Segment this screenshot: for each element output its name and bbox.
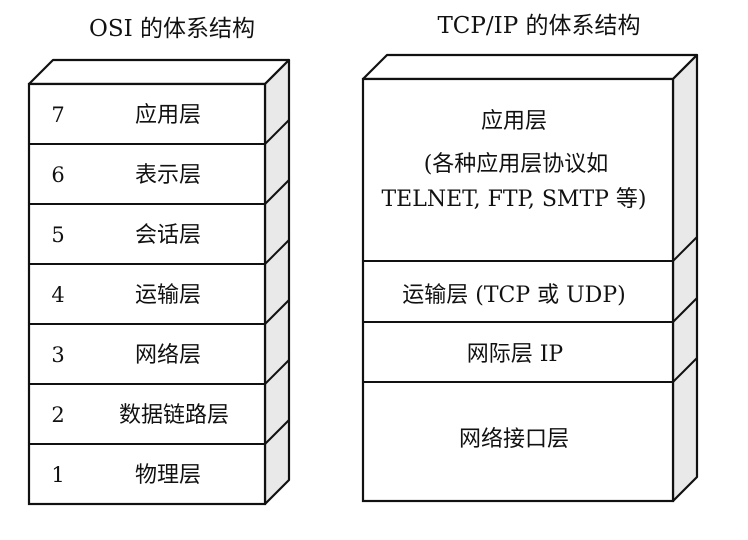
- tcpip-transport-layer: 运输层 (TCP 或 UDP): [402, 283, 625, 308]
- osi-layer-6: 6 表示层: [51, 163, 201, 188]
- osi-layer-7: 7 应用层: [51, 103, 201, 128]
- tcpip-layer-name: 运输层 (TCP 或 UDP): [402, 283, 625, 308]
- osi-stack: 7 应用层 6 表示层 5 会话层 4 运输层 3 网络层 2 数据链路层: [27, 58, 291, 506]
- osi-layer-name: 会话层: [135, 223, 201, 248]
- osi-stack-top-face: [27, 58, 291, 86]
- tcpip-stack-side-face: [671, 53, 699, 503]
- tcpip-stack-front-face: [361, 77, 675, 503]
- osi-layer-number: 1: [51, 463, 64, 487]
- osi-layer-name: 表示层: [135, 163, 201, 188]
- osi-layer-number: 5: [51, 223, 64, 247]
- tcpip-layer-name: 应用层: [481, 109, 547, 134]
- osi-layer-name: 应用层: [135, 103, 201, 128]
- osi-title: OSI 的体系结构: [89, 16, 255, 42]
- osi-layer-2: 2 数据链路层: [51, 403, 229, 428]
- osi-layer-number: 4: [51, 283, 64, 307]
- osi-layer-1: 1 物理层: [51, 463, 201, 488]
- osi-layer-4: 4 运输层: [51, 283, 201, 308]
- osi-layer-number: 2: [51, 403, 64, 427]
- tcpip-stack-top-face: [361, 53, 699, 81]
- tcpip-internet-layer: 网际层 IP: [467, 342, 564, 367]
- tcpip-layer-dividers: [363, 236, 698, 383]
- osi-layer-number: 3: [51, 343, 64, 367]
- tcpip-layer-description: (各种应用层协议如: [424, 152, 609, 177]
- tcpip-network-interface-layer: 网络接口层: [459, 427, 569, 452]
- tcpip-layer-name: 网络接口层: [459, 427, 569, 452]
- osi-stack-front-face: [27, 82, 267, 506]
- tcpip-title: TCP/IP 的体系结构: [437, 13, 640, 39]
- tcpip-stack: 应用层 (各种应用层协议如 TELNET, FTP, SMTP 等) 运输层 (…: [361, 53, 699, 503]
- osi-stack-side-face: [263, 58, 291, 506]
- osi-layer-name: 物理层: [135, 463, 201, 488]
- osi-layer-dividers: [29, 119, 290, 445]
- tcpip-application-layer: 应用层 (各种应用层协议如 TELNET, FTP, SMTP 等): [382, 109, 647, 212]
- osi-layer-3: 3 网络层: [51, 343, 201, 368]
- osi-layer-5: 5 会话层: [51, 223, 201, 248]
- osi-layer-number: 6: [51, 163, 64, 187]
- osi-layer-name: 数据链路层: [119, 403, 229, 428]
- osi-layer-number: 7: [51, 103, 64, 127]
- osi-layer-name: 运输层: [135, 283, 201, 308]
- tcpip-layer-name: 网际层 IP: [467, 342, 564, 367]
- tcpip-layer-description: TELNET, FTP, SMTP 等): [382, 187, 647, 212]
- osi-layer-name: 网络层: [135, 343, 201, 368]
